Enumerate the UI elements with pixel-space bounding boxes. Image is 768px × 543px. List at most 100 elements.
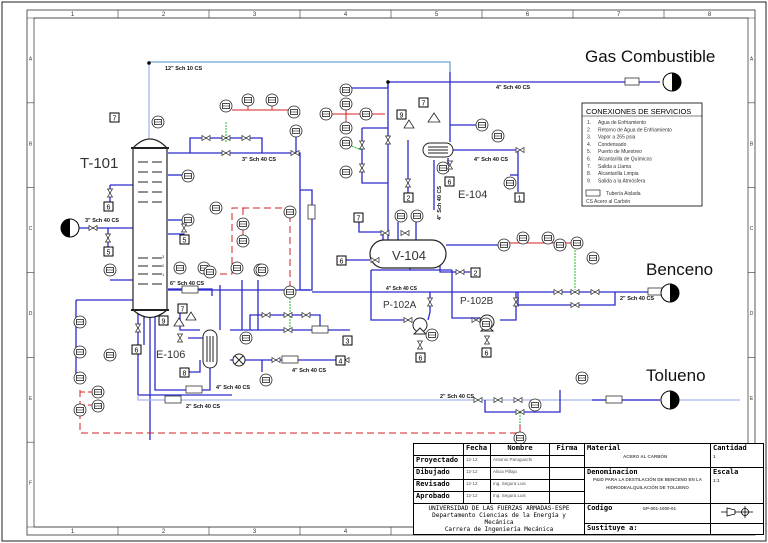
instrument-bubble[interactable] [516,231,530,245]
instrument-bubble[interactable] [91,399,105,413]
gate-valve[interactable] [570,301,580,309]
instrument-bubble[interactable] [513,431,527,445]
instrument-bubble[interactable] [359,107,373,121]
instrument-bubble[interactable] [528,398,542,412]
instrument-bubble[interactable] [259,373,273,387]
instrument-bubble[interactable] [339,165,353,179]
instrument-bubble[interactable] [73,403,87,417]
gate-valve[interactable] [473,396,483,404]
gate-valve[interactable] [221,149,231,157]
instrument-bubble[interactable] [219,99,233,113]
gate-valve[interactable] [553,288,563,296]
instrument-bubble[interactable] [230,261,244,275]
gate-valve[interactable] [455,268,465,276]
gate-valve[interactable] [358,163,366,173]
gate-valve[interactable] [261,311,271,319]
gate-valve[interactable] [201,134,211,142]
gate-valve[interactable] [384,135,392,145]
gate-valve[interactable] [426,297,434,307]
instrument-bubble[interactable] [339,83,353,97]
instrument-bubble[interactable] [497,238,511,252]
instrument-bubble[interactable] [181,169,195,183]
gate-valve[interactable] [513,396,523,404]
gate-valve[interactable] [403,316,413,324]
gate-valve[interactable] [380,229,390,237]
gate-valve[interactable] [590,288,600,296]
gate-valve[interactable] [283,326,293,334]
gate-valve[interactable] [512,297,520,307]
relief-valve[interactable] [185,311,197,321]
instrument-bubble[interactable] [255,263,269,277]
instrument-bubble[interactable] [570,236,584,250]
gate-valve[interactable] [301,311,311,319]
exchanger-e104[interactable] [422,142,454,158]
instrument-bubble[interactable] [283,205,297,219]
gate-valve[interactable] [370,256,380,264]
instrument-bubble[interactable] [236,217,250,231]
instrument-bubble[interactable] [339,121,353,135]
gate-valve[interactable] [471,316,481,324]
relief-valve[interactable] [403,119,415,129]
instrument-bubble[interactable] [239,331,253,345]
gate-valve[interactable] [416,340,424,350]
instrument-bubble[interactable] [241,93,255,107]
instrument-bubble[interactable] [151,115,165,129]
instrument-bubble[interactable] [173,261,187,275]
gate-valve[interactable] [180,223,188,233]
instrument-bubble[interactable] [479,317,493,331]
instrument-bubble[interactable] [209,201,223,215]
instrument-bubble[interactable] [339,97,353,111]
instrument-bubble[interactable] [103,348,117,362]
instrument-bubble[interactable] [541,231,555,245]
instrument-bubble[interactable] [394,209,408,223]
gate-valve[interactable] [570,288,580,296]
gate-valve[interactable] [515,146,525,154]
instrument-bubble[interactable] [475,118,489,132]
gate-valve[interactable] [446,160,454,170]
relief-valve[interactable] [427,112,441,123]
gate-valve[interactable] [271,356,281,364]
gate-valve[interactable] [400,229,410,237]
pump-p102a[interactable] [412,317,428,335]
relief-valve[interactable] [173,317,185,327]
instrument-bubble[interactable] [339,136,353,150]
instrument-bubble[interactable] [283,285,297,299]
instrument-bubble[interactable] [553,238,567,252]
instrument-bubble[interactable] [181,213,195,227]
gate-valve[interactable] [134,323,142,333]
instrument-bubble[interactable] [73,345,87,359]
instrument-bubble[interactable] [73,371,87,385]
instrument-bubble[interactable] [575,371,589,385]
instrument-bubble[interactable] [425,328,439,342]
reboiler-e106[interactable] [202,329,218,369]
gate-valve[interactable] [283,311,293,319]
gate-valve[interactable] [483,335,491,345]
instrument-bubble[interactable] [319,107,333,121]
instrument-bubble[interactable] [265,93,279,107]
gate-valve[interactable] [104,233,112,243]
instrument-bubble[interactable] [203,265,217,279]
instrument-bubble[interactable] [410,209,424,223]
instrument-bubble[interactable] [503,176,517,190]
instrument-bubble[interactable] [586,251,600,265]
instrument-bubble[interactable] [236,234,250,248]
gate-valve[interactable] [176,333,184,343]
gate-valve[interactable] [515,408,525,416]
gate-valve[interactable] [404,178,412,188]
instrument-bubble[interactable] [436,161,450,175]
column-t101[interactable] [131,138,169,319]
gate-valve[interactable] [358,140,366,150]
instrument-bubble[interactable] [491,129,505,143]
drum-v104[interactable] [369,239,447,269]
gate-valve[interactable] [241,134,251,142]
gate-valve[interactable] [88,224,98,232]
instrument-bubble[interactable] [287,105,301,119]
instrument-bubble[interactable] [73,315,87,329]
gate-valve[interactable] [221,134,231,142]
gate-valve[interactable] [106,188,114,198]
gate-valve[interactable] [493,396,503,404]
gate-valve[interactable] [290,149,300,157]
instrument-bubble[interactable] [103,263,117,277]
instrument-bubble[interactable] [91,385,105,399]
instrument-bubble[interactable] [289,124,303,138]
